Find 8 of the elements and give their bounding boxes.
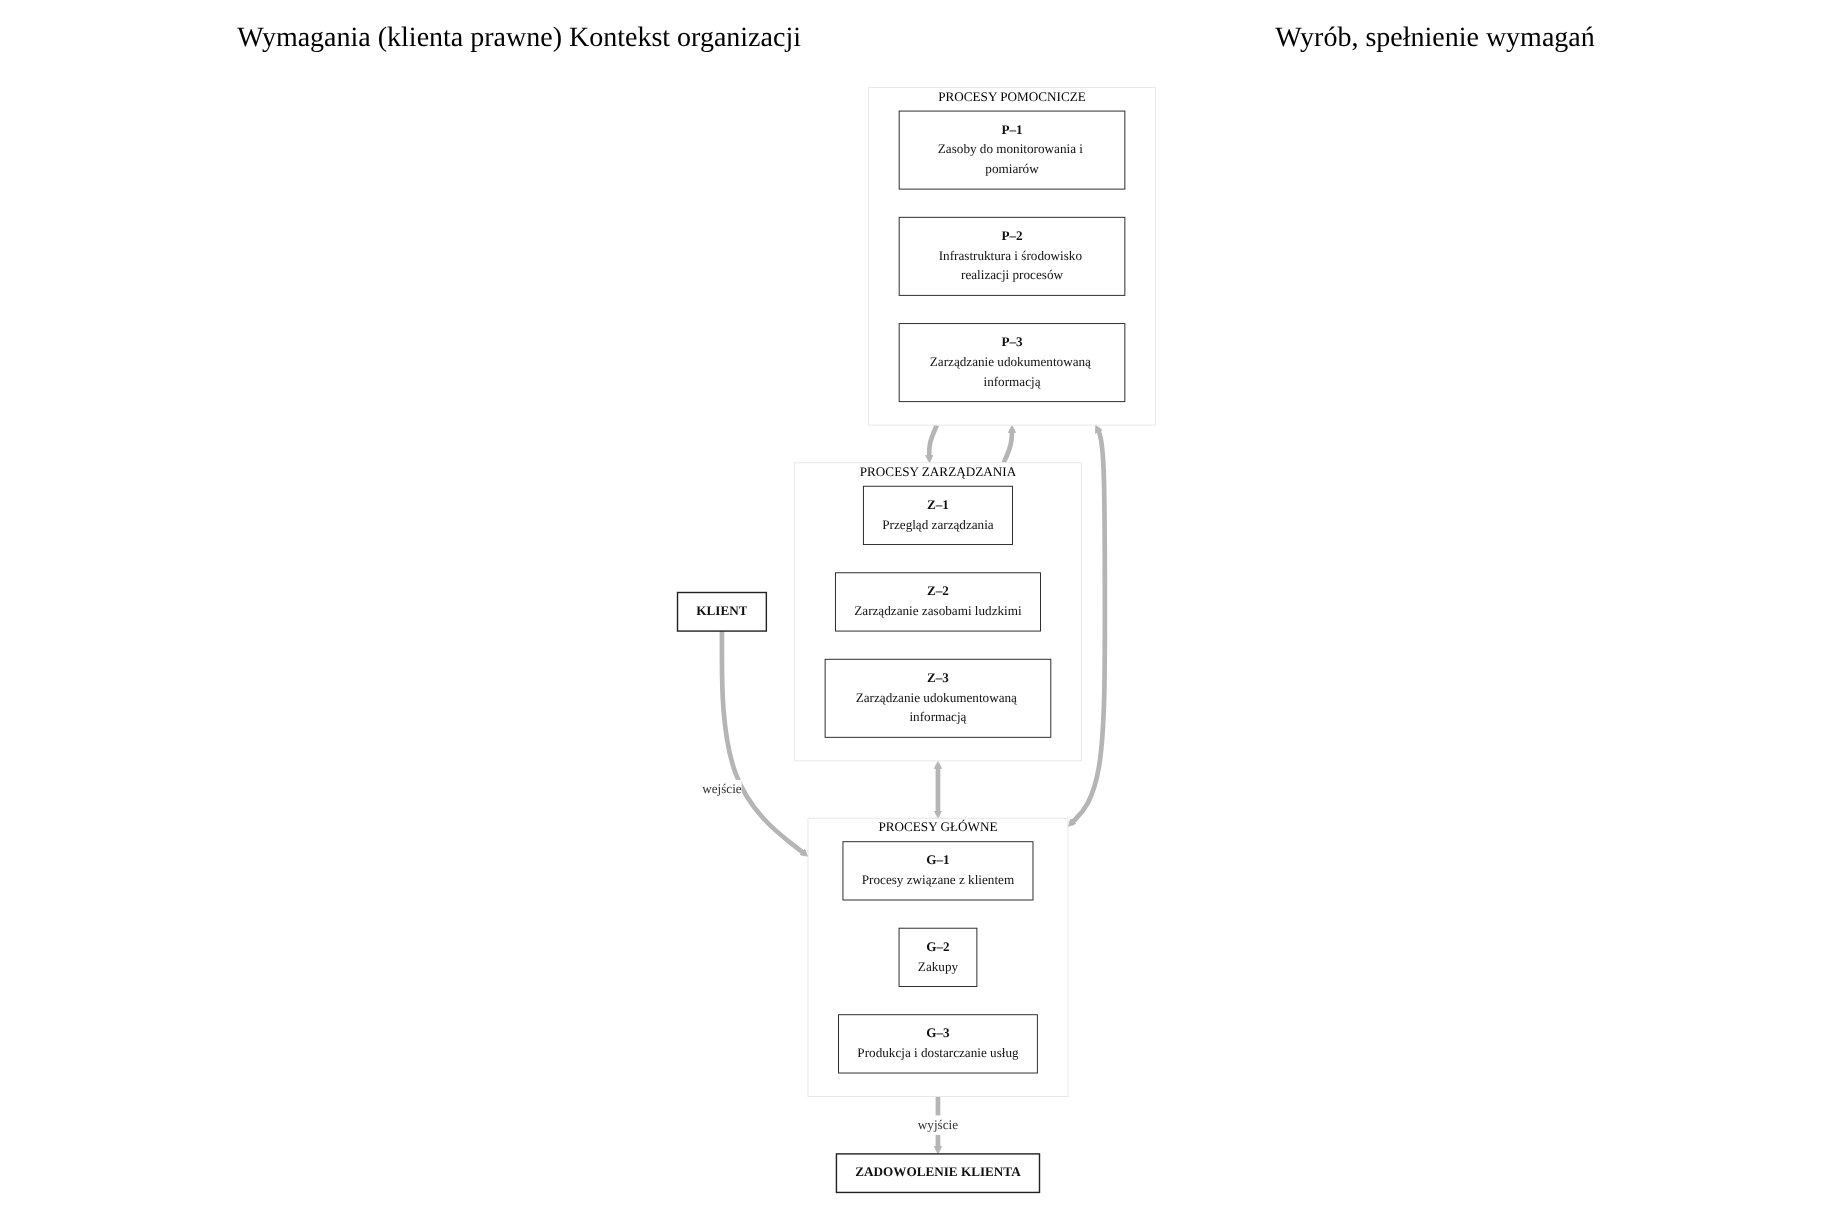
note-text: Wyrób, spełnienie wymagań <box>1275 24 1595 56</box>
arrow <box>924 424 939 464</box>
arrow <box>933 1096 942 1155</box>
arrow <box>1067 424 1107 827</box>
arrow <box>933 760 942 819</box>
arrow <box>1001 424 1016 464</box>
note-text: Wymagania (klienta prawne) Kontekst organizacji <box>237 24 801 56</box>
arrow <box>719 631 808 857</box>
